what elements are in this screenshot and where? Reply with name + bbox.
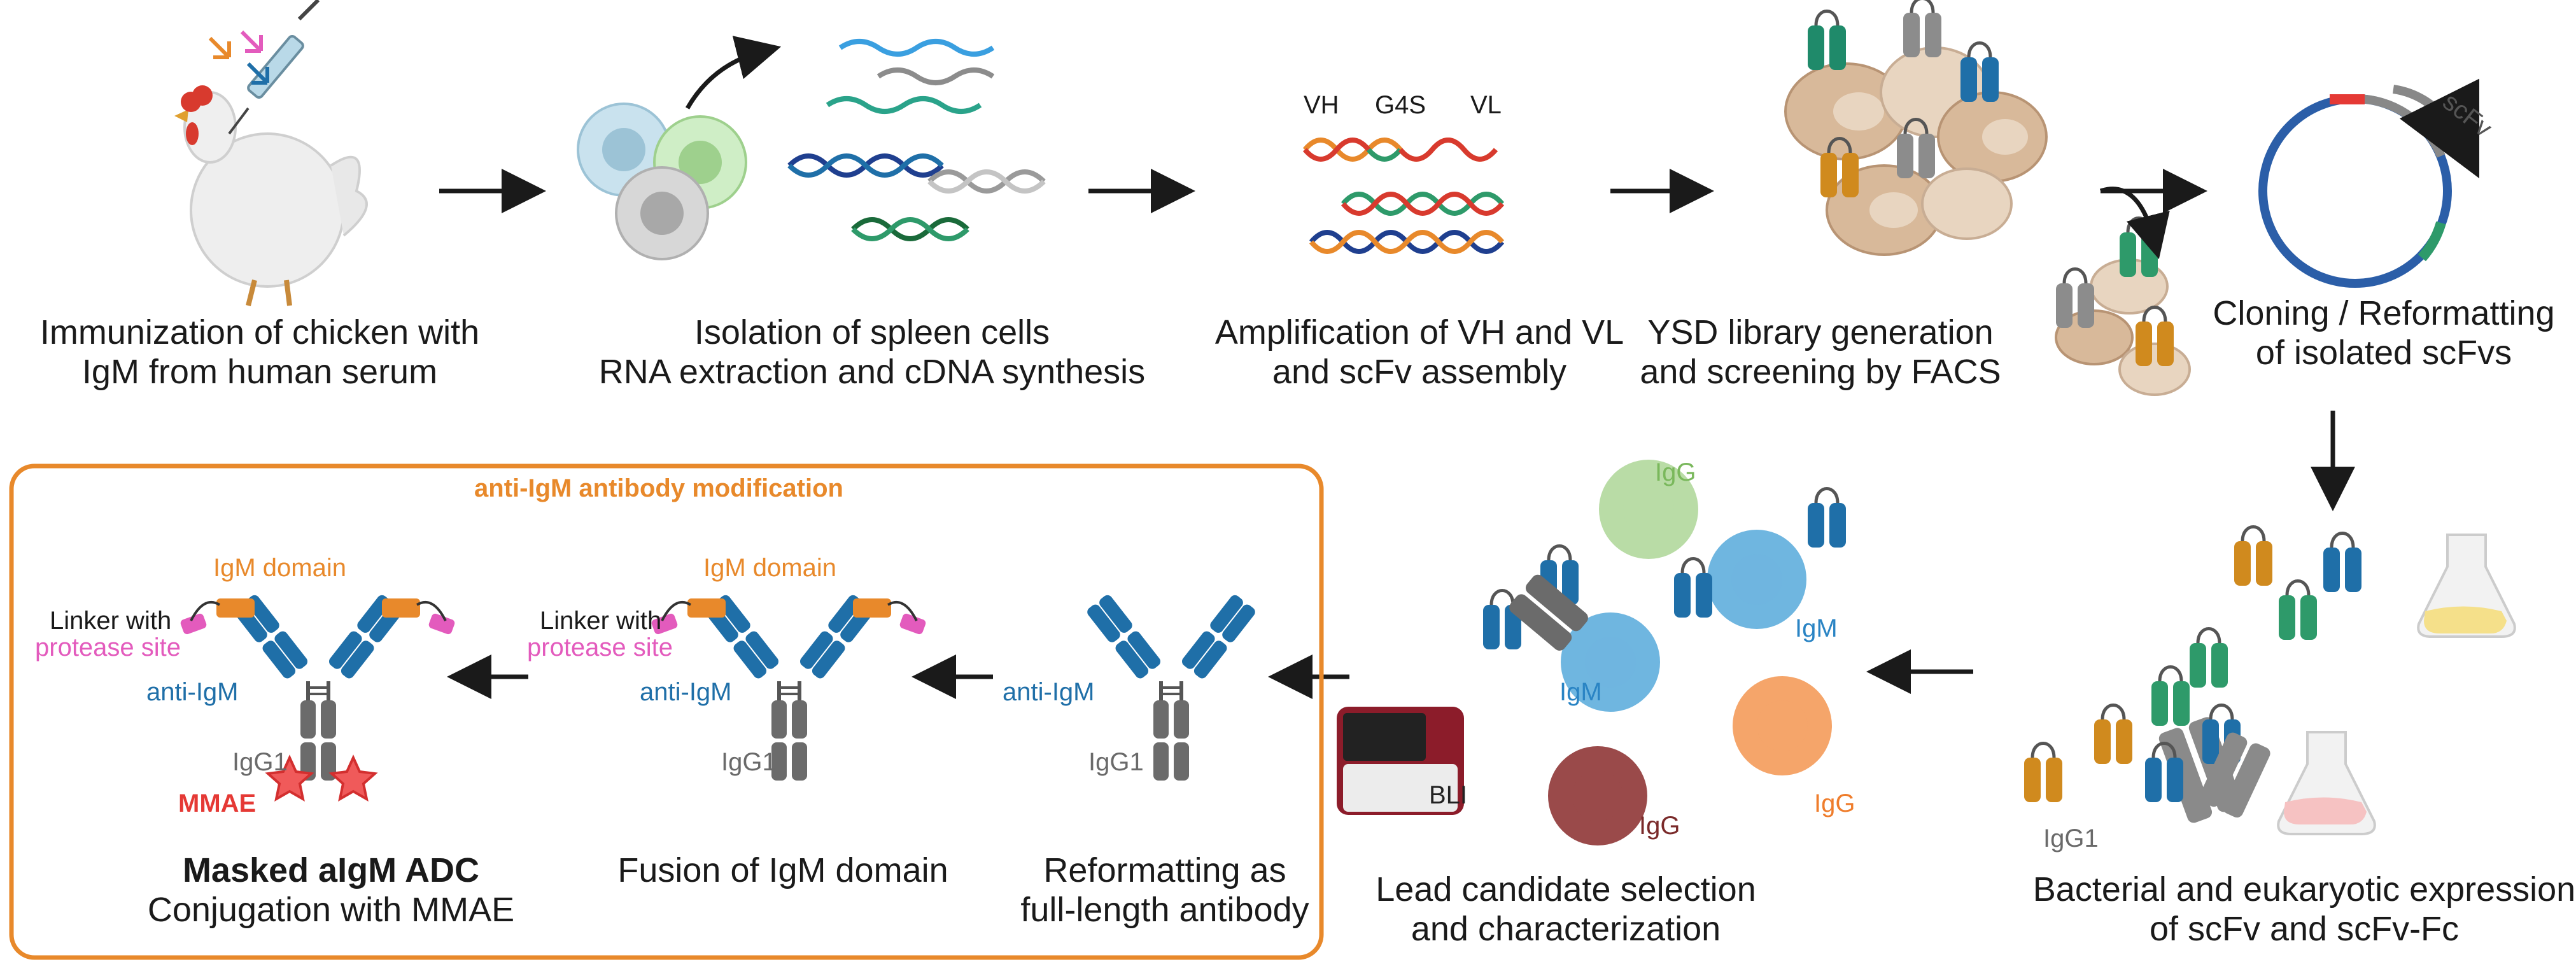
expression-icon bbox=[2024, 527, 2516, 835]
step-adc-line2: Conjugation with MMAE bbox=[148, 891, 514, 929]
flask-icon bbox=[2417, 534, 2516, 638]
label-linker-1: Linker with bbox=[50, 607, 171, 635]
step-ysd-line2: and screening by FACS bbox=[1640, 353, 2001, 391]
step-amplification-line2: and scFv assembly bbox=[1272, 353, 1566, 391]
chicken-icon bbox=[174, 85, 368, 306]
label-igm-1: IgM bbox=[1795, 614, 1838, 642]
dna-strands-icon bbox=[787, 39, 1046, 241]
label-protease-1: protease site bbox=[35, 633, 181, 661]
label-igm-2: IgM bbox=[1559, 678, 1602, 706]
step-immunization-line2: IgM from human serum bbox=[82, 353, 437, 391]
step-lead-line1: Lead candidate selection bbox=[1376, 870, 1756, 909]
star-icon bbox=[328, 754, 378, 802]
syringe-icon bbox=[208, 0, 320, 135]
antibody-icon-fusion bbox=[651, 593, 926, 781]
antibody-icon-adc bbox=[180, 593, 455, 802]
label-igg1-1: IgG1 bbox=[232, 748, 288, 776]
step-expression-line2: of scFv and scFv-Fc bbox=[2150, 910, 2459, 948]
label-mmae: MMAE bbox=[178, 789, 256, 817]
label-igg-orange: IgG bbox=[1814, 789, 1855, 817]
step-reformatting-line1: Reformatting as bbox=[1043, 851, 1286, 889]
yeast-cells-icon bbox=[1784, 0, 2191, 396]
label-igg1-2: IgG1 bbox=[721, 748, 777, 776]
step-cloning-line2: of isolated scFvs bbox=[2256, 334, 2512, 372]
step-cloning-line1: Cloning / Reformatting bbox=[2213, 294, 2554, 332]
label-bli: BLI bbox=[1429, 781, 1467, 809]
label-anti-igm-3: anti-IgM bbox=[1003, 678, 1095, 706]
bli-instrument-icon bbox=[1337, 707, 1464, 815]
star-icon bbox=[265, 754, 314, 802]
step-ysd-line1: YSD library generation bbox=[1647, 313, 1993, 351]
scfv-dna-icon bbox=[1302, 138, 1505, 254]
step-adc-line1: Masked aIgM ADC bbox=[183, 851, 479, 889]
step-isolation-line1: Isolation of spleen cells bbox=[694, 313, 1050, 351]
modification-box-title: anti-IgM antibody modification bbox=[474, 474, 843, 502]
plasmid-icon bbox=[2258, 78, 2480, 288]
modification-box bbox=[9, 463, 1324, 960]
step-amplification-line1: Amplification of VH and VL bbox=[1215, 313, 1624, 351]
label-igg1-3: IgG1 bbox=[1088, 748, 1144, 776]
step-fusion-line1: Fusion of IgM domain bbox=[617, 851, 948, 889]
label-vl: VL bbox=[1470, 91, 1502, 119]
label-vh: VH bbox=[1304, 91, 1339, 119]
label-protease-2: protease site bbox=[527, 633, 673, 661]
label-scfv: scFv bbox=[2437, 87, 2497, 143]
label-igm-domain-1: IgM domain bbox=[213, 554, 346, 582]
label-igg-green: IgG bbox=[1655, 458, 1696, 486]
label-igg-maroon: IgG bbox=[1639, 812, 1680, 840]
spleen-cells-icon bbox=[577, 36, 782, 260]
step-isolation-line2: RNA extraction and cDNA synthesis bbox=[599, 353, 1145, 391]
label-anti-igm-2: anti-IgM bbox=[640, 678, 732, 706]
flask-icon-2 bbox=[2277, 731, 2376, 835]
step-immunization-line1: Immunization of chicken with bbox=[40, 313, 479, 351]
label-anti-igm-1: anti-IgM bbox=[146, 678, 239, 706]
label-linker-2: Linker with bbox=[540, 607, 661, 635]
step-expression-line1: Bacterial and eukaryotic expression bbox=[2033, 870, 2575, 909]
step-reformatting-line2: full-length antibody bbox=[1020, 891, 1309, 929]
step-lead-line2: and characterization bbox=[1411, 910, 1721, 948]
label-igm-domain-2: IgM domain bbox=[703, 554, 836, 582]
label-igg1-expression: IgG1 bbox=[2043, 824, 2099, 852]
lead-candidate-icon bbox=[1337, 460, 1846, 845]
label-g4s: G4S bbox=[1375, 91, 1426, 119]
